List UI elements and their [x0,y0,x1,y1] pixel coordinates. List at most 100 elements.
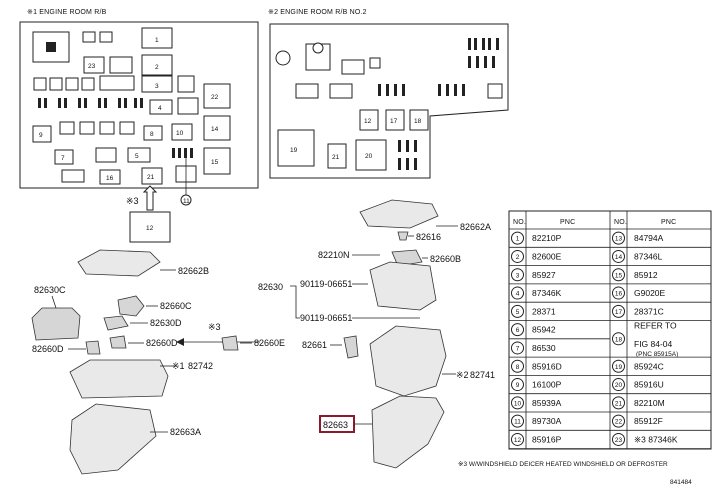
row-no1: 7 [516,345,520,352]
row-no2: 19 [615,364,623,371]
row-pnc2: REFER TO [634,321,677,331]
cover-82662a [359,199,439,229]
fuse-box [127,147,151,163]
row-pnc2: 85924C [634,361,664,371]
row-number-circle [511,304,524,318]
label-82661: 82661 [302,340,327,350]
fuse-blade [104,98,107,108]
fuse-blade [482,38,485,50]
fuse-label: 2 [155,64,159,71]
fuse-label: 16 [106,175,114,182]
fuse-strip [38,98,143,108]
row-pnc1: 85927 [532,270,556,280]
fuse-cell [59,121,75,135]
fuse-box [355,139,387,171]
row-number-circle [511,378,524,392]
fuse-box [141,54,173,76]
callout-circle [180,194,192,206]
row-no1: 6 [516,327,520,334]
fuse-blade [468,38,471,50]
fuse-blade [496,38,499,50]
table-header-pnc1: PNC [560,219,575,226]
block-82630 [369,261,437,311]
fuse-label: 19 [290,147,298,154]
row-no2: 17 [615,309,623,316]
label-82660c: 82660C [160,301,192,311]
fuse-box [359,109,379,131]
label-82663: 82663 [323,420,348,430]
label-82630: 82630 [258,282,283,292]
callout-note1: ※1 [172,361,185,371]
row-pnc1: 82600E [532,251,562,261]
relay-82660b [391,249,423,267]
figure-code: 841484 [670,479,692,486]
fuse-blade [484,56,487,68]
fuse-blade [394,84,397,96]
fuse-cell [61,169,85,183]
leader-line [290,285,300,319]
row-no1: 5 [516,309,520,316]
row-number-circle [511,359,524,373]
fuse-label: 3 [155,83,159,90]
row-no2: 23 [615,437,623,444]
table-extra-note: (PNC 85915A) [636,351,678,358]
row-number-circle [511,231,524,245]
label-82210n: 82210N [318,250,350,260]
fuse-label: 21 [332,154,340,161]
fuse-cell [81,77,95,91]
fuse-blade [398,158,401,170]
row-number-circle [612,396,625,410]
fuse-box [54,149,74,165]
fuse-label: 8 [150,131,154,138]
fuse-strip [172,148,193,158]
label-82741: 82741 [470,370,495,380]
fuse-cell [99,121,115,135]
fuse-box [83,56,105,74]
row-pnc1: 85939A [532,398,562,408]
fuse-label: 14 [211,126,219,133]
row-no2: 15 [615,272,623,279]
terminal-icon [275,50,291,66]
label-82660d-right: 82660D [146,338,178,348]
row-no1: 4 [516,291,520,298]
fuse-label: 10 [176,130,184,137]
fuse-box [277,129,315,167]
fuse-cell [119,121,135,135]
part-82661 [343,335,359,359]
fuse-blade [398,140,401,152]
fuse-cell [295,83,319,99]
box-82741 [369,325,447,397]
fuse-blade [378,84,381,96]
fuse-blade [468,56,471,68]
fuse-label: 17 [390,118,398,125]
label-82662a: 82662A [460,222,491,232]
fuse-cell [329,83,353,99]
row-number-circle [612,359,625,373]
fuse-cell [141,75,173,93]
row-pnc2: 82210M [634,398,665,408]
connector-82630d [103,315,129,331]
fuse-label: 9 [39,132,43,139]
fuse-label: 5 [135,153,139,160]
row-pnc2: FIG 84-04 [634,339,673,349]
row-no1: 2 [516,254,520,261]
fuse-blade [140,98,143,108]
callout-number: 11 [183,198,190,205]
connector-82660c [117,295,145,317]
fuse-blade [118,98,121,108]
fuse-box [143,125,163,141]
row-number-circle [612,286,625,300]
row-number-circle [511,268,524,282]
fuse-blade [438,84,441,96]
fuse-label: 21 [147,174,155,181]
fuse-cell [33,77,47,91]
row-no2: 21 [615,400,623,407]
fuse-label: 4 [158,105,162,112]
fuse-blade [98,98,101,108]
